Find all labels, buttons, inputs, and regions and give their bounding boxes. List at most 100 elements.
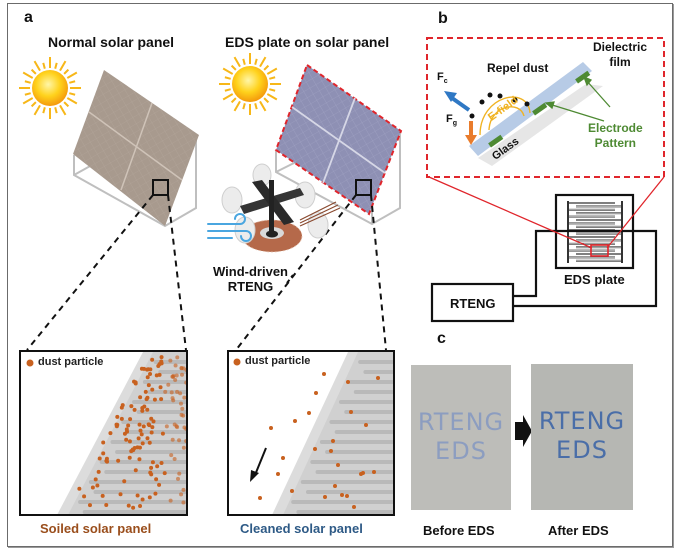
dust-particle xyxy=(323,495,327,499)
wind-icon xyxy=(207,213,252,242)
sun-ray xyxy=(33,104,41,116)
electrode-stripe xyxy=(110,440,187,444)
dust-particle xyxy=(146,422,151,427)
dust-particle xyxy=(127,455,132,460)
sun-ray xyxy=(63,101,70,108)
sun-ray xyxy=(263,97,270,104)
sun-ray xyxy=(224,76,231,80)
eds-panel-title: EDS plate on solar panel xyxy=(225,34,390,50)
dust-particle xyxy=(290,489,294,493)
zoom-region-marker-right xyxy=(355,179,372,196)
fc-subscript: c xyxy=(443,78,448,86)
dust-particle xyxy=(153,491,158,496)
rteng-label-line2: RTENG xyxy=(227,279,274,294)
dust-particle xyxy=(173,377,178,382)
dust-particle xyxy=(276,472,280,476)
dust-particle xyxy=(177,438,182,443)
dust-particle xyxy=(141,424,146,429)
electrode-stripe xyxy=(125,430,187,434)
sun-ray xyxy=(66,97,78,105)
dust-particle xyxy=(154,477,159,482)
dust-particle xyxy=(90,485,95,490)
rteng-pointer xyxy=(286,274,294,284)
dust-particle xyxy=(148,367,153,372)
dust-particle xyxy=(100,493,105,498)
before-photo-line1: RTENG xyxy=(417,408,505,436)
dust-particle xyxy=(126,503,131,508)
electrode-stripe xyxy=(300,480,394,484)
eds-solar-panel xyxy=(274,63,403,226)
soiled-inset-border xyxy=(19,350,188,516)
dust-particle xyxy=(346,380,350,384)
dust-particle xyxy=(376,376,380,380)
electrode-stripe xyxy=(348,380,394,384)
after-photo-text: RTENG EDS xyxy=(531,407,633,465)
sun-ray xyxy=(22,97,34,105)
dust-particle xyxy=(129,404,134,409)
sun-ray xyxy=(30,68,37,75)
sun-ray xyxy=(54,62,58,69)
sun-ray xyxy=(63,68,70,75)
dust-particle xyxy=(170,396,175,401)
dust-particle xyxy=(352,505,356,509)
dust-particle xyxy=(179,401,184,406)
electrode-pattern-label: Electrode Pattern xyxy=(588,121,643,151)
dust-particle xyxy=(124,437,129,442)
dust-particle xyxy=(174,373,179,378)
dust-particle xyxy=(372,470,376,474)
dust-particle xyxy=(333,484,337,488)
dust-particle xyxy=(169,453,174,458)
dust-particle xyxy=(170,437,175,442)
dust-particle xyxy=(122,479,127,484)
dust-particle xyxy=(137,422,142,427)
dust-particle xyxy=(150,357,155,362)
dust-particle xyxy=(168,358,173,363)
normal-solar-panel xyxy=(73,70,199,228)
dust-particle xyxy=(157,482,162,487)
sun-ray xyxy=(242,103,246,110)
electrode-stripe xyxy=(334,430,394,434)
sun-ray xyxy=(224,88,231,92)
dust-particle xyxy=(307,411,311,415)
dust-particle xyxy=(139,432,144,437)
electrode-stripe xyxy=(99,460,187,464)
repel-dust-label: Repel dust xyxy=(487,61,549,75)
dust-particle xyxy=(163,389,168,394)
sun-icon-right xyxy=(219,53,281,115)
dust-particle xyxy=(336,463,340,467)
sun-ray xyxy=(42,107,46,114)
callout-line-left xyxy=(428,176,593,249)
dust-particle xyxy=(108,431,113,436)
sun-ray xyxy=(66,71,78,79)
dust-particle xyxy=(179,366,184,371)
dust-particle xyxy=(175,355,180,360)
dust-particle xyxy=(170,374,175,379)
dust-particle xyxy=(132,407,137,412)
sun-ray xyxy=(59,60,67,72)
dust-particle xyxy=(126,423,131,428)
panel-label-b: b xyxy=(438,10,448,27)
electrode-stripe xyxy=(88,480,187,484)
soiled-caption: Soiled solar panel xyxy=(40,521,152,536)
dust-particle xyxy=(145,436,150,441)
zoom-line-right-b xyxy=(370,194,387,351)
dust-particle xyxy=(132,379,137,384)
sun-ray xyxy=(59,104,67,116)
sun-ray xyxy=(230,97,237,104)
dust-particle xyxy=(147,440,152,445)
eds-plate-label: EDS plate xyxy=(564,272,625,287)
electrode-stripe xyxy=(325,450,394,454)
dust-particle xyxy=(322,372,326,376)
dust-particle xyxy=(104,456,109,461)
sun-ray xyxy=(42,62,46,69)
sun-ray xyxy=(233,100,241,112)
dust-particle xyxy=(340,493,344,497)
zoom-line-left-a xyxy=(26,194,154,351)
sun-ray xyxy=(30,101,37,108)
sun-ray xyxy=(266,93,278,101)
electrode-stripe xyxy=(115,450,187,454)
dielectric-line2: film xyxy=(609,55,631,69)
dust-particle xyxy=(135,493,140,498)
rteng-label-line1: Wind-driven xyxy=(213,264,288,279)
dust-particle xyxy=(281,456,285,460)
